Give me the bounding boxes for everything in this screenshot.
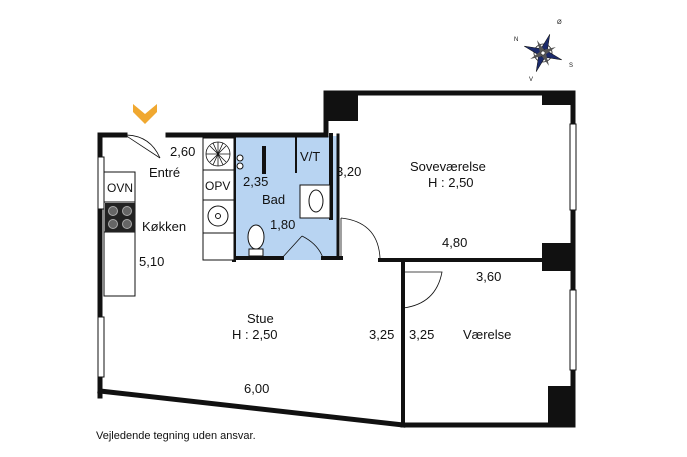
bad-width: 2,35 — [243, 174, 268, 189]
disclaimer-text: Vejledende tegning uden ansvar. — [96, 430, 256, 442]
entre-width: 2,60 — [170, 144, 195, 159]
vaerelse-name: Værelse — [463, 327, 511, 342]
ventilation-icon — [205, 141, 231, 167]
koekken-name: Køkken — [142, 219, 186, 234]
sove-width: 4,80 — [442, 235, 467, 250]
compass-v: V — [529, 77, 533, 83]
sove-height: H : 2,50 — [428, 175, 474, 190]
compass-s: S — [569, 63, 573, 69]
vaerelse-width: 3,60 — [476, 269, 501, 284]
compass-o: Ø — [557, 20, 562, 26]
koekken-length: 5,10 — [139, 254, 164, 269]
bad-name: Bad — [262, 192, 285, 207]
compass-n: N — [514, 37, 518, 43]
sove-name: Soveværelse — [410, 159, 486, 174]
kitchen-sink-icon — [207, 205, 229, 227]
oven-label: OVN — [107, 181, 133, 195]
dishwasher-label: OPV — [205, 179, 230, 193]
entrance-marker-icon — [133, 104, 157, 124]
shower-icon — [236, 154, 244, 170]
stove-icon — [105, 203, 135, 232]
toilet-icon — [247, 224, 265, 257]
stue-width: 6,00 — [244, 381, 269, 396]
sove-depth: 3,20 — [336, 164, 361, 179]
doors — [124, 134, 443, 309]
pillars — [326, 91, 575, 427]
stue-name: Stue — [247, 311, 274, 326]
vt-label: V/T — [300, 149, 320, 164]
windows — [97, 123, 577, 378]
bath-sink-icon — [299, 184, 331, 219]
bad-depth: 1,80 — [270, 217, 295, 232]
entre-name: Entré — [149, 165, 180, 180]
compass-icon — [524, 34, 562, 72]
vaerelse-depth: 3,25 — [409, 327, 434, 342]
stue-height: H : 2,50 — [232, 327, 278, 342]
stue-depth: 3,25 — [369, 327, 394, 342]
